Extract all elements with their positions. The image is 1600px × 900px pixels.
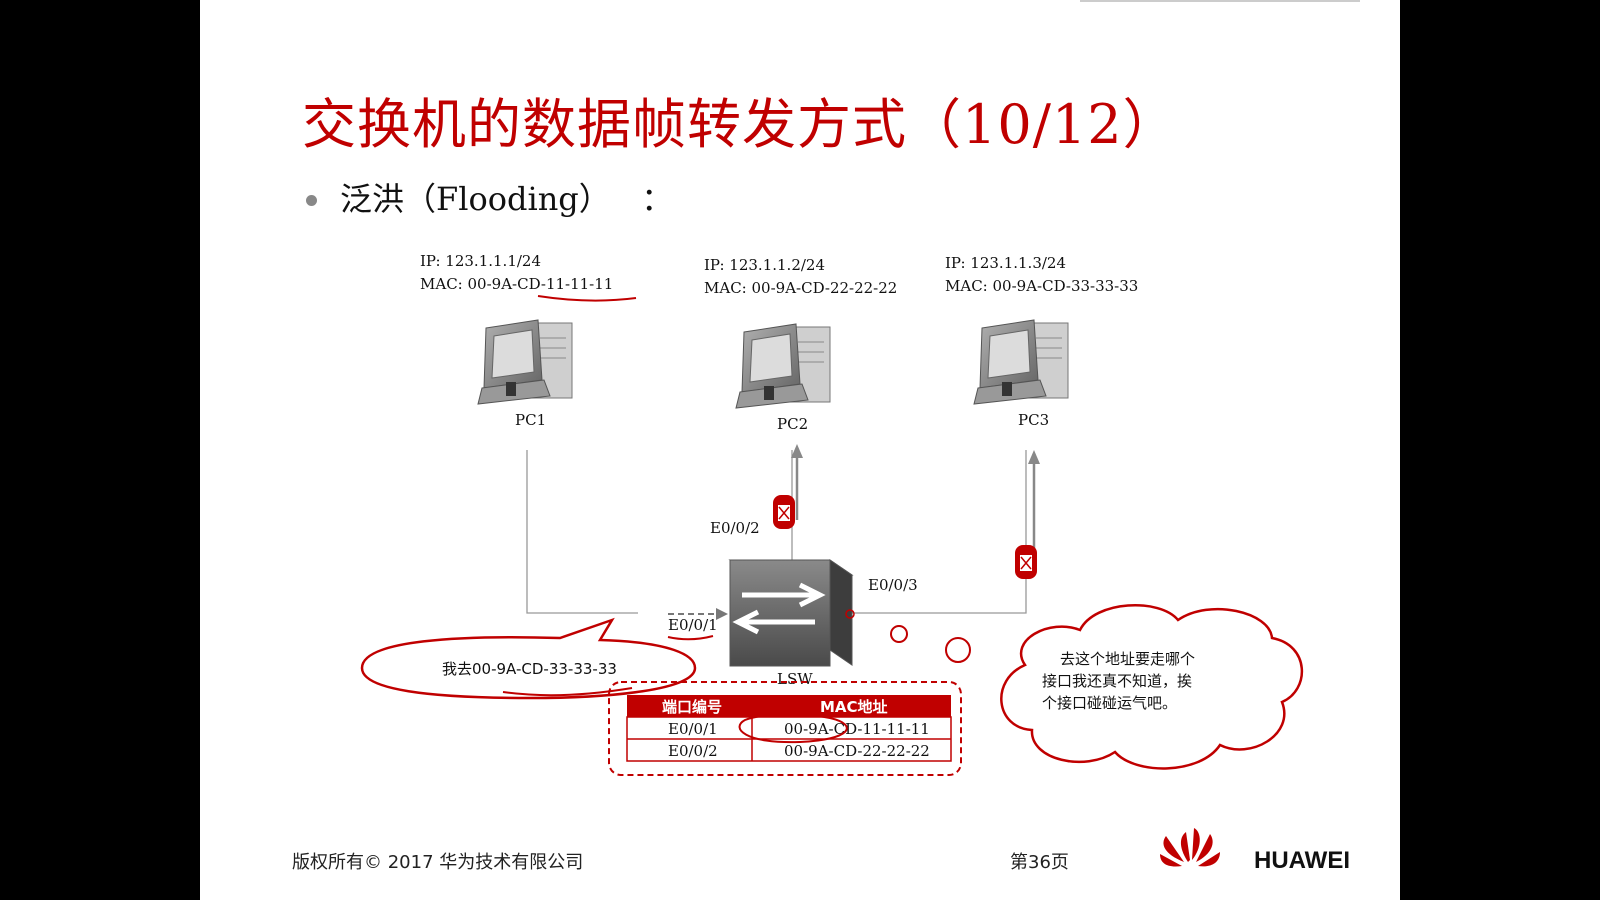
brand-wordmark: HUAWEI: [1254, 847, 1350, 874]
slide: 交换机的数据帧转发方式（10/12） 泛洪（Flooding） ： IP:: [200, 0, 1400, 900]
pc2-mac-label: MAC: 00-9A-CD-22-22-22: [704, 279, 897, 297]
link-pc3-switch: [850, 450, 1027, 614]
pc1-mac-label: MAC: 00-9A-CD-11-11-11: [420, 275, 613, 293]
footer-copyright: 版权所有© 2017 华为技术有限公司: [292, 852, 584, 873]
mac-table-row2-mac: 00-9A-CD-22-22-22: [784, 742, 930, 760]
pc2-name: PC2: [777, 415, 808, 433]
frame-icon-pc3: [1015, 545, 1037, 579]
speech-bubble: 我去00-9A-CD-33-33-33: [360, 617, 697, 700]
port-e001-label: E0/0/1: [668, 616, 718, 634]
switch-icon: [728, 559, 854, 667]
cloud-text-line2: 接口我还真不知道，挨: [1042, 672, 1192, 690]
pc3-name: PC3: [1018, 411, 1049, 429]
mac-table-circle-annotation: [738, 713, 848, 744]
thought-dot-small: [890, 625, 908, 643]
thought-cloud: 去这个地址要走哪个 接口我还真不知道，挨 个接口碰碰运气吧。: [1000, 604, 1304, 770]
port-e003-label: E0/0/3: [868, 576, 918, 594]
pc2-icon: [735, 323, 831, 409]
top-divider: [1080, 0, 1360, 2]
arrow-in-e001: [716, 608, 728, 620]
mac-table-header-port: 端口编号: [662, 698, 722, 716]
link-pc1-switch: [526, 450, 638, 614]
mac-table-row2-port: E0/0/2: [668, 742, 718, 760]
mac-table: 端口编号 MAC地址 E0/0/1 00-9A-CD-11-11-11 E0/0…: [626, 695, 952, 762]
arrow-up-pc3: [1028, 450, 1040, 464]
huawei-logo-icon: [1160, 828, 1220, 867]
pc1-icon: [477, 319, 573, 405]
cloud-text-line1: 去这个地址要走哪个: [1060, 650, 1195, 668]
mac-table-row1-port: E0/0/1: [668, 720, 718, 738]
mac-underline-annotation: [537, 295, 637, 302]
mac-table-frame: [608, 681, 962, 776]
bullet-icon: [306, 195, 317, 206]
thought-dot-large: [945, 637, 971, 663]
switch-name: LSW: [777, 670, 813, 688]
page-title: 交换机的数据帧转发方式（10/12）: [302, 93, 1178, 156]
speech-bubble-text: 我去00-9A-CD-33-33-33: [442, 660, 617, 678]
pc1-ip-label: IP: 123.1.1.1/24: [420, 252, 541, 270]
mac-table-row1-mac: 00-9A-CD-11-11-11: [784, 720, 930, 738]
pc3-mac-label: MAC: 00-9A-CD-33-33-33: [945, 277, 1138, 295]
pc1-name: PC1: [515, 411, 546, 429]
footer-page-number: 第36页: [1010, 852, 1069, 873]
flooding-diagram: IP: 123.1.1.1/24 MAC: 00-9A-CD-11-11-11 …: [360, 252, 1304, 867]
arrow-up-pc2: [791, 444, 803, 458]
pc2-ip-label: IP: 123.1.1.2/24: [704, 256, 825, 274]
port-e002-label: E0/0/2: [710, 519, 760, 537]
mac-table-header-mac: MAC地址: [820, 698, 888, 716]
pc3-ip-label: IP: 123.1.1.3/24: [945, 254, 1066, 272]
pc3-icon: [973, 319, 1069, 405]
cloud-text-line3: 个接口碰碰运气吧。: [1042, 694, 1177, 712]
bullet-text: 泛洪（Flooding） ：: [340, 180, 674, 218]
frame-icon-pc2: [773, 495, 795, 529]
